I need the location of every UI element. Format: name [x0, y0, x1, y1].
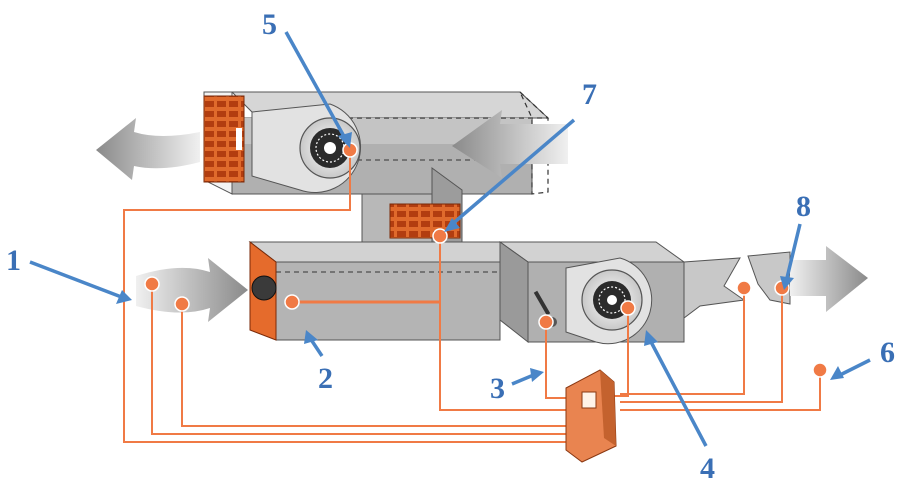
supply-duct-sensor	[736, 280, 752, 296]
exhaust-outlet-arrow	[96, 118, 200, 180]
callout-6: 6	[880, 336, 895, 369]
supply-duct	[248, 240, 791, 345]
callout-2: 2	[318, 362, 333, 395]
callout-arrows	[29, 31, 871, 447]
supply-fan-sensor	[620, 300, 636, 316]
room-sensor	[812, 362, 828, 378]
intake-fan-grille	[251, 275, 277, 301]
callout-3: 3	[490, 372, 505, 405]
supply-fan	[565, 257, 653, 345]
callout-8: 8	[796, 190, 811, 223]
controller-unit	[565, 369, 617, 463]
callout-5: 5	[262, 8, 277, 41]
sensors	[144, 142, 828, 378]
outdoor-humidity-sensor	[174, 296, 190, 312]
outdoor-intake-arrow	[136, 258, 248, 322]
supply-outlet-arrow	[790, 246, 868, 312]
mixing-sensor	[432, 228, 448, 244]
callout-7: 7	[582, 78, 597, 111]
return-air-arrow	[452, 110, 568, 178]
damper-sensor	[538, 314, 554, 330]
airflow-arrows	[96, 110, 868, 322]
callout-1: 1	[6, 244, 21, 277]
callout-4: 4	[700, 452, 715, 485]
control-wiring	[123, 150, 821, 443]
callout-labels: 1 2 3 4 5 6 7 8	[6, 8, 895, 485]
mixing-damper	[389, 203, 461, 239]
heating-coil-sensor	[284, 294, 300, 310]
outdoor-temp-sensor	[144, 276, 160, 292]
